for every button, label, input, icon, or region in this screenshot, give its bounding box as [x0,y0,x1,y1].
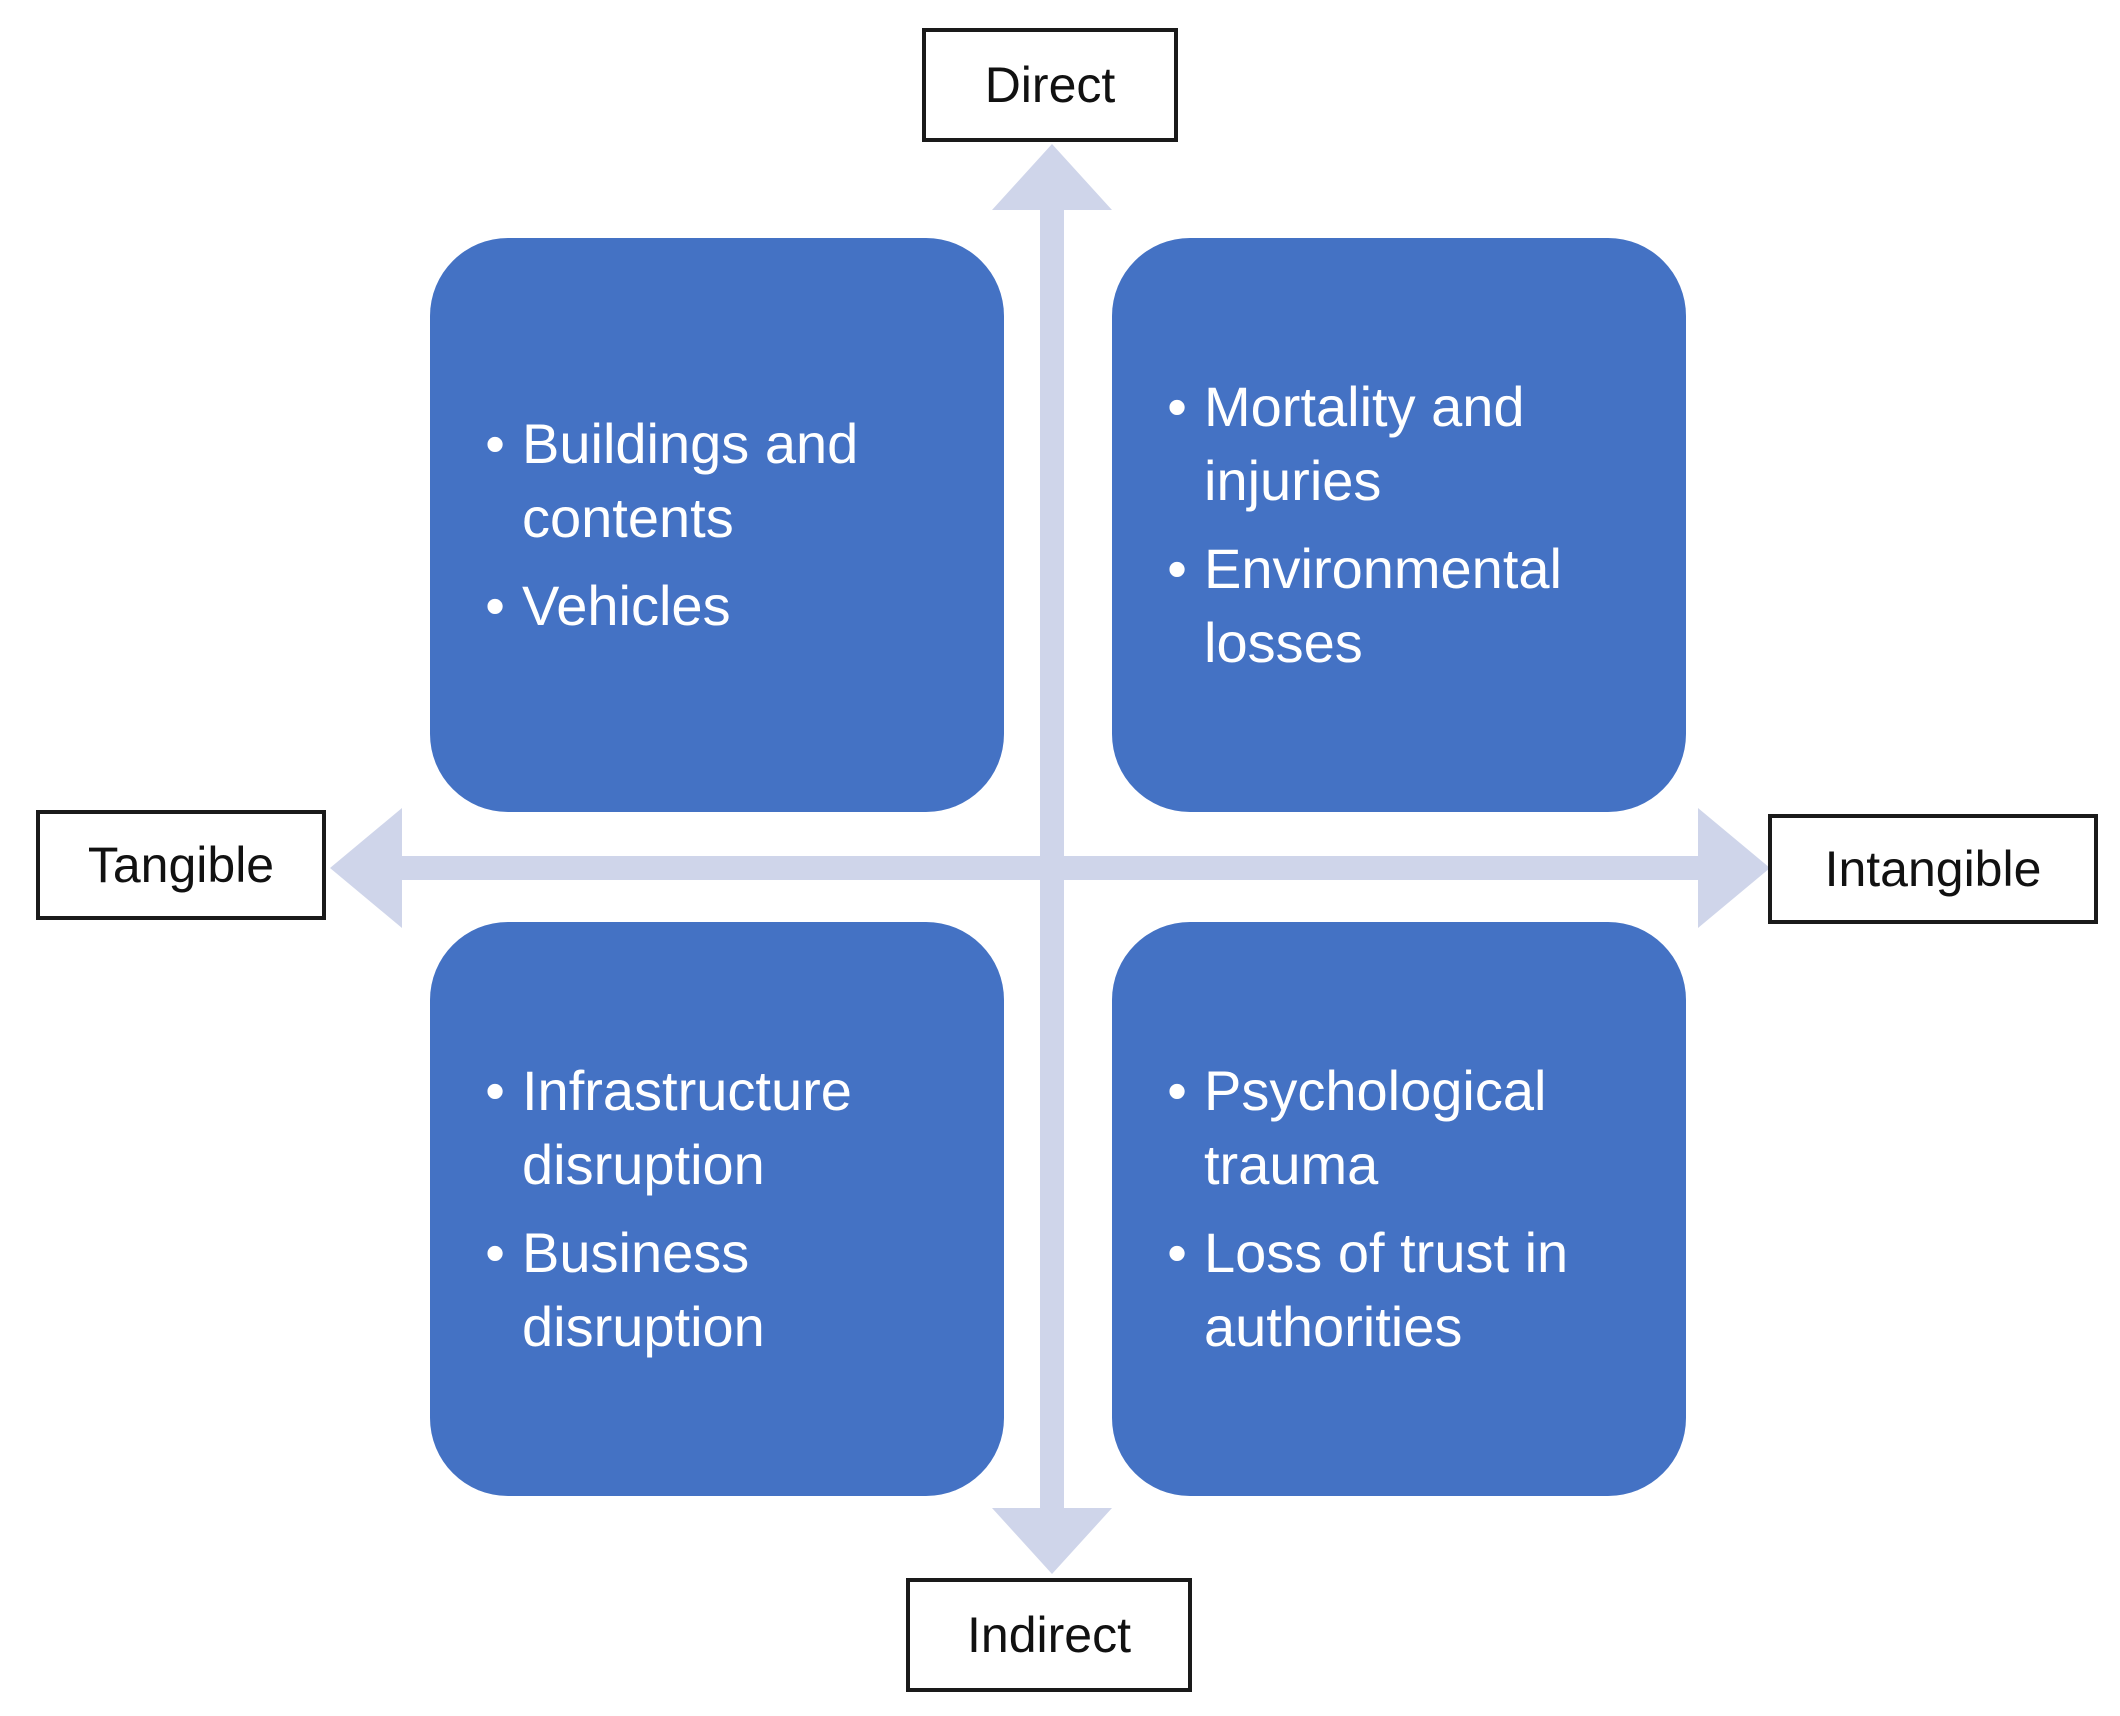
bullet-icon: • [485,1221,505,1284]
list-item: • Environmental losses [1162,532,1646,680]
bullet-icon: • [485,412,505,475]
quadrant-item-list: • Psychological trauma • Loss of trust in … [1162,1054,1646,1364]
axis-label-tangible: Tangible [36,810,326,920]
list-item: • Mortality and injuries [1162,370,1646,518]
axis-label-intangible: Intangible [1768,814,2098,924]
quadrant-direct-tangible: • Buildings and contents • Vehicles [430,238,1004,812]
item-text: Psychological trauma [1204,1059,1547,1196]
quadrant-item-list: • Infrastructure disruption • Business dis… [480,1054,964,1364]
bullet-icon: • [485,574,505,637]
quadrant-indirect-tangible: • Infrastructure disruption • Business dis… [430,922,1004,1496]
item-text: Loss of trust in authorities [1204,1221,1569,1358]
item-text: Mortality and injuries [1204,375,1525,512]
list-item: • Infrastructure disruption [480,1054,964,1202]
list-item: • Psychological trauma [1162,1054,1646,1202]
list-item: • Buildings and contents [480,407,964,555]
axis-label-direct: Direct [922,28,1178,142]
list-item: • Vehicles [480,569,964,643]
bullet-icon: • [1167,537,1187,600]
item-text: Environmental losses [1204,537,1562,674]
bullet-icon: • [1167,1221,1187,1284]
item-text: Buildings and contents [522,412,859,549]
item-text: Vehicles [522,574,731,637]
bullet-icon: • [1167,1059,1187,1122]
bullet-icon: • [485,1059,505,1122]
horizontal-double-arrow [330,808,1770,928]
quadrant-item-list: • Mortality and injuries • Environmental l… [1162,370,1646,680]
bullet-icon: • [1167,375,1187,438]
item-text: Business disruption [522,1221,765,1358]
quadrant-indirect-intangible: • Psychological trauma • Loss of trust in … [1112,922,1686,1496]
list-item: • Loss of trust in authorities [1162,1216,1646,1364]
axis-label-indirect: Indirect [906,1578,1192,1692]
item-text: Infrastructure disruption [522,1059,852,1196]
list-item: • Business disruption [480,1216,964,1364]
quadrant-direct-intangible: • Mortality and injuries • Environmental l… [1112,238,1686,812]
quadrant-item-list: • Buildings and contents • Vehicles [480,407,964,643]
